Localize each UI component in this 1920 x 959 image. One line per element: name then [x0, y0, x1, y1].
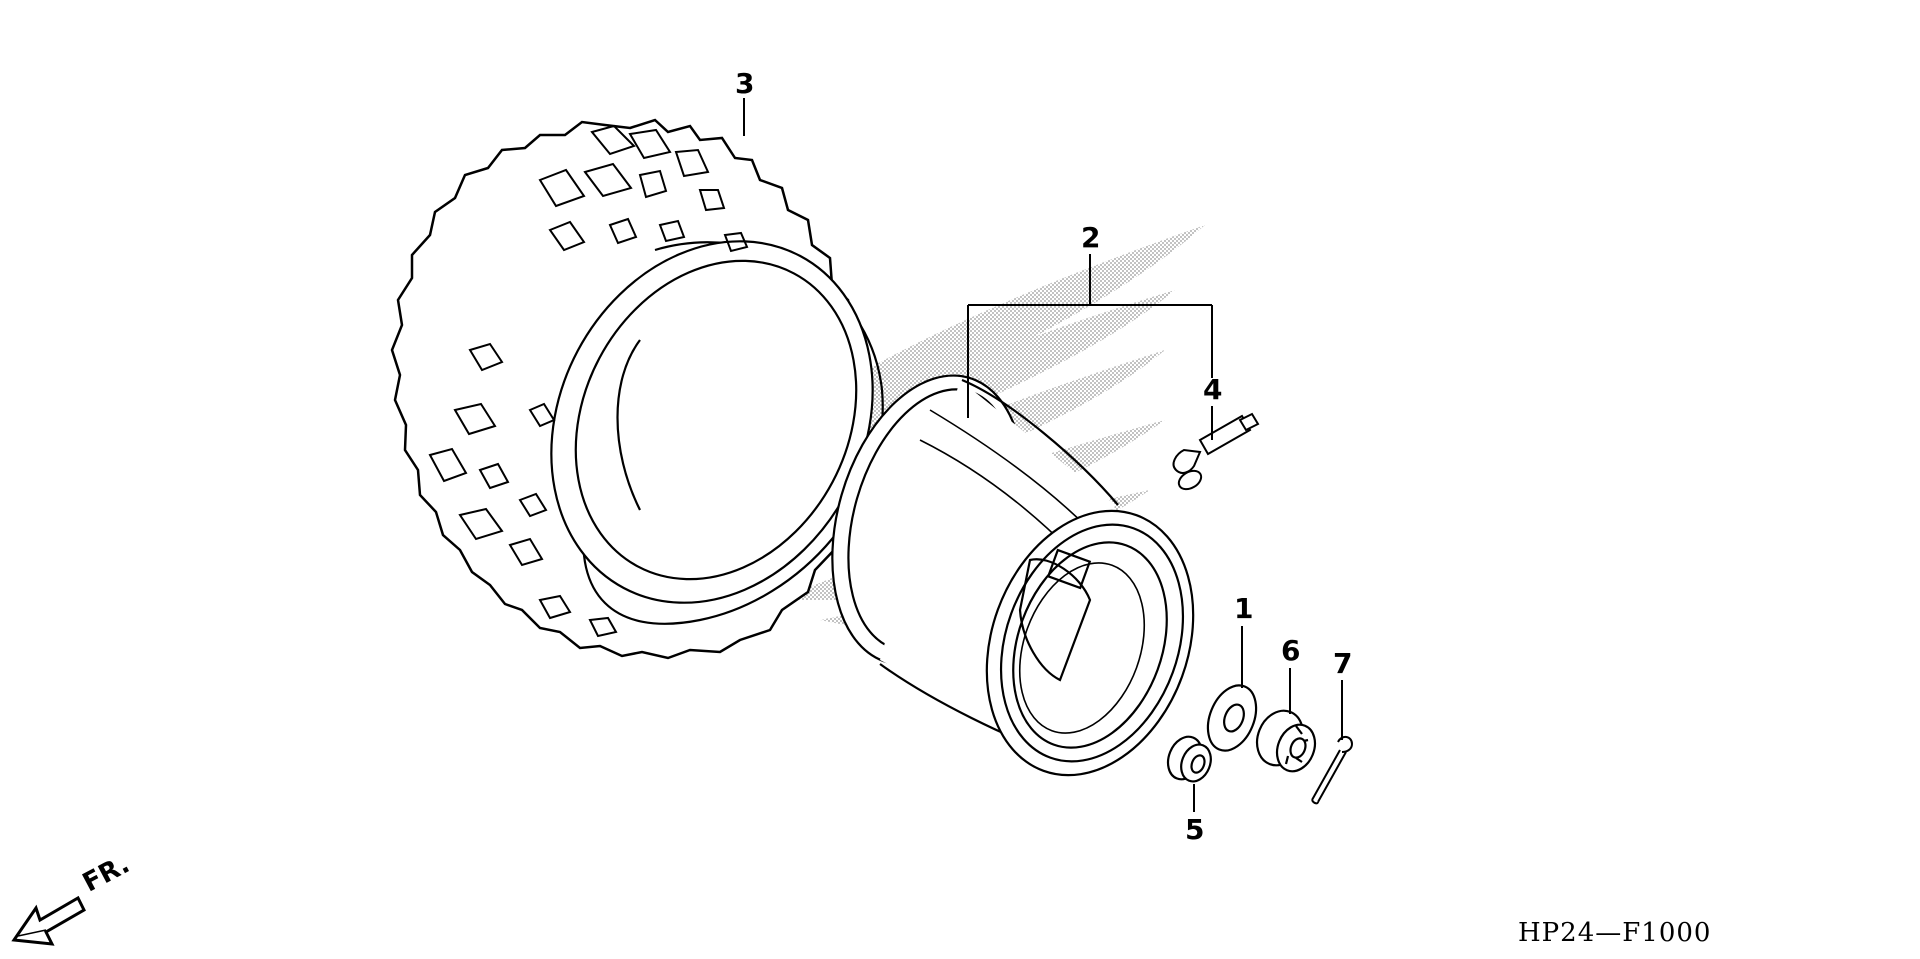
wheel-rim-part-2[interactable] — [801, 353, 1229, 804]
callout-4: 4 — [1203, 373, 1223, 406]
rim-stud-plate — [1046, 548, 1092, 590]
rim-barrel-line-1 — [929, 409, 1091, 531]
callout-2: 2 — [1081, 221, 1101, 254]
tire-part-3[interactable] — [390, 118, 934, 660]
tire-tread-blocks — [428, 124, 749, 638]
front-direction-arrow-icon — [11, 895, 86, 946]
cotter-pin-part-7[interactable] — [1311, 736, 1354, 805]
callout-5: 5 — [1185, 813, 1205, 846]
callout-7: 7 — [1333, 647, 1353, 680]
tire-valve-part-4[interactable] — [1172, 412, 1260, 493]
leader-lines — [743, 98, 1343, 812]
washer-part-1[interactable] — [1199, 678, 1265, 758]
tire-bead-inner — [574, 259, 858, 581]
callout-3: 3 — [735, 67, 755, 100]
castle-nut-part-6[interactable] — [1249, 704, 1322, 777]
callout-1: 1 — [1234, 592, 1254, 625]
rim-inner-well — [1018, 562, 1146, 734]
flange-nut-part-5[interactable] — [1162, 732, 1216, 786]
tire-inner-shadow — [616, 339, 641, 511]
diagram-code: HP24—F1000 — [1518, 918, 1712, 948]
rim-front-flange[interactable] — [951, 482, 1228, 805]
rim-barrel-top — [961, 378, 1119, 506]
callout-6: 6 — [1281, 634, 1301, 667]
rim-front-lip — [999, 523, 1185, 763]
